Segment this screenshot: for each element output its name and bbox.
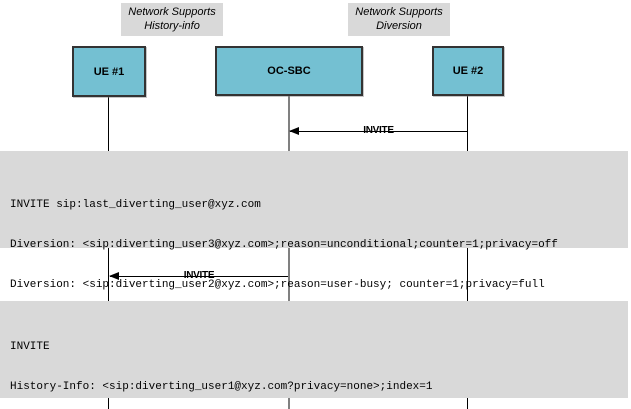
actor-box-ue2: UE #2 <box>432 46 504 96</box>
annotation-line: Network Supports <box>355 6 443 18</box>
message-line-invite-1 <box>290 131 467 132</box>
lifeline-ue1 <box>108 96 109 409</box>
lifeline-ue2 <box>467 96 468 409</box>
arrowhead-left-icon <box>109 272 119 280</box>
sip-line: Diversion: <sip:diverting_user2@xyz.com>… <box>10 279 545 292</box>
message-label-invite-2: INVITE <box>183 270 215 281</box>
sip-line: INVITE sip:last_diverting_user@xyz.com <box>10 198 261 211</box>
sip-block-history-info: INVITE History-Info: <sip:diverting_user… <box>0 301 628 398</box>
sip-line: Diversion: <sip:diverting_user3@xyz.com>… <box>10 239 558 252</box>
annotation-network-supports-history-info: Network Supports History-info <box>121 3 223 36</box>
annotation-line: History-info <box>144 20 200 32</box>
annotation-line: Diversion <box>376 20 422 32</box>
annotation-line: Network Supports <box>128 6 216 18</box>
message-label-invite-1: INVITE <box>363 125 394 136</box>
actor-label: OC-SBC <box>267 65 311 77</box>
annotation-network-supports-diversion: Network Supports Diversion <box>348 3 450 36</box>
sip-line: History-Info: <sip:diverting_user1@xyz.c… <box>10 381 433 394</box>
sip-block-diversion: INVITE sip:last_diverting_user@xyz.com D… <box>0 151 628 331</box>
actor-box-ue1: UE #1 <box>72 46 146 97</box>
sip-line: INVITE <box>10 340 50 353</box>
lifeline-oc-sbc <box>288 96 290 409</box>
actor-label: UE #2 <box>452 65 484 77</box>
arrowhead-left-icon <box>289 127 299 135</box>
actor-box-oc-sbc: OC-SBC <box>215 46 363 96</box>
message-line-invite-2 <box>110 276 288 277</box>
actor-label: UE #1 <box>93 65 125 78</box>
